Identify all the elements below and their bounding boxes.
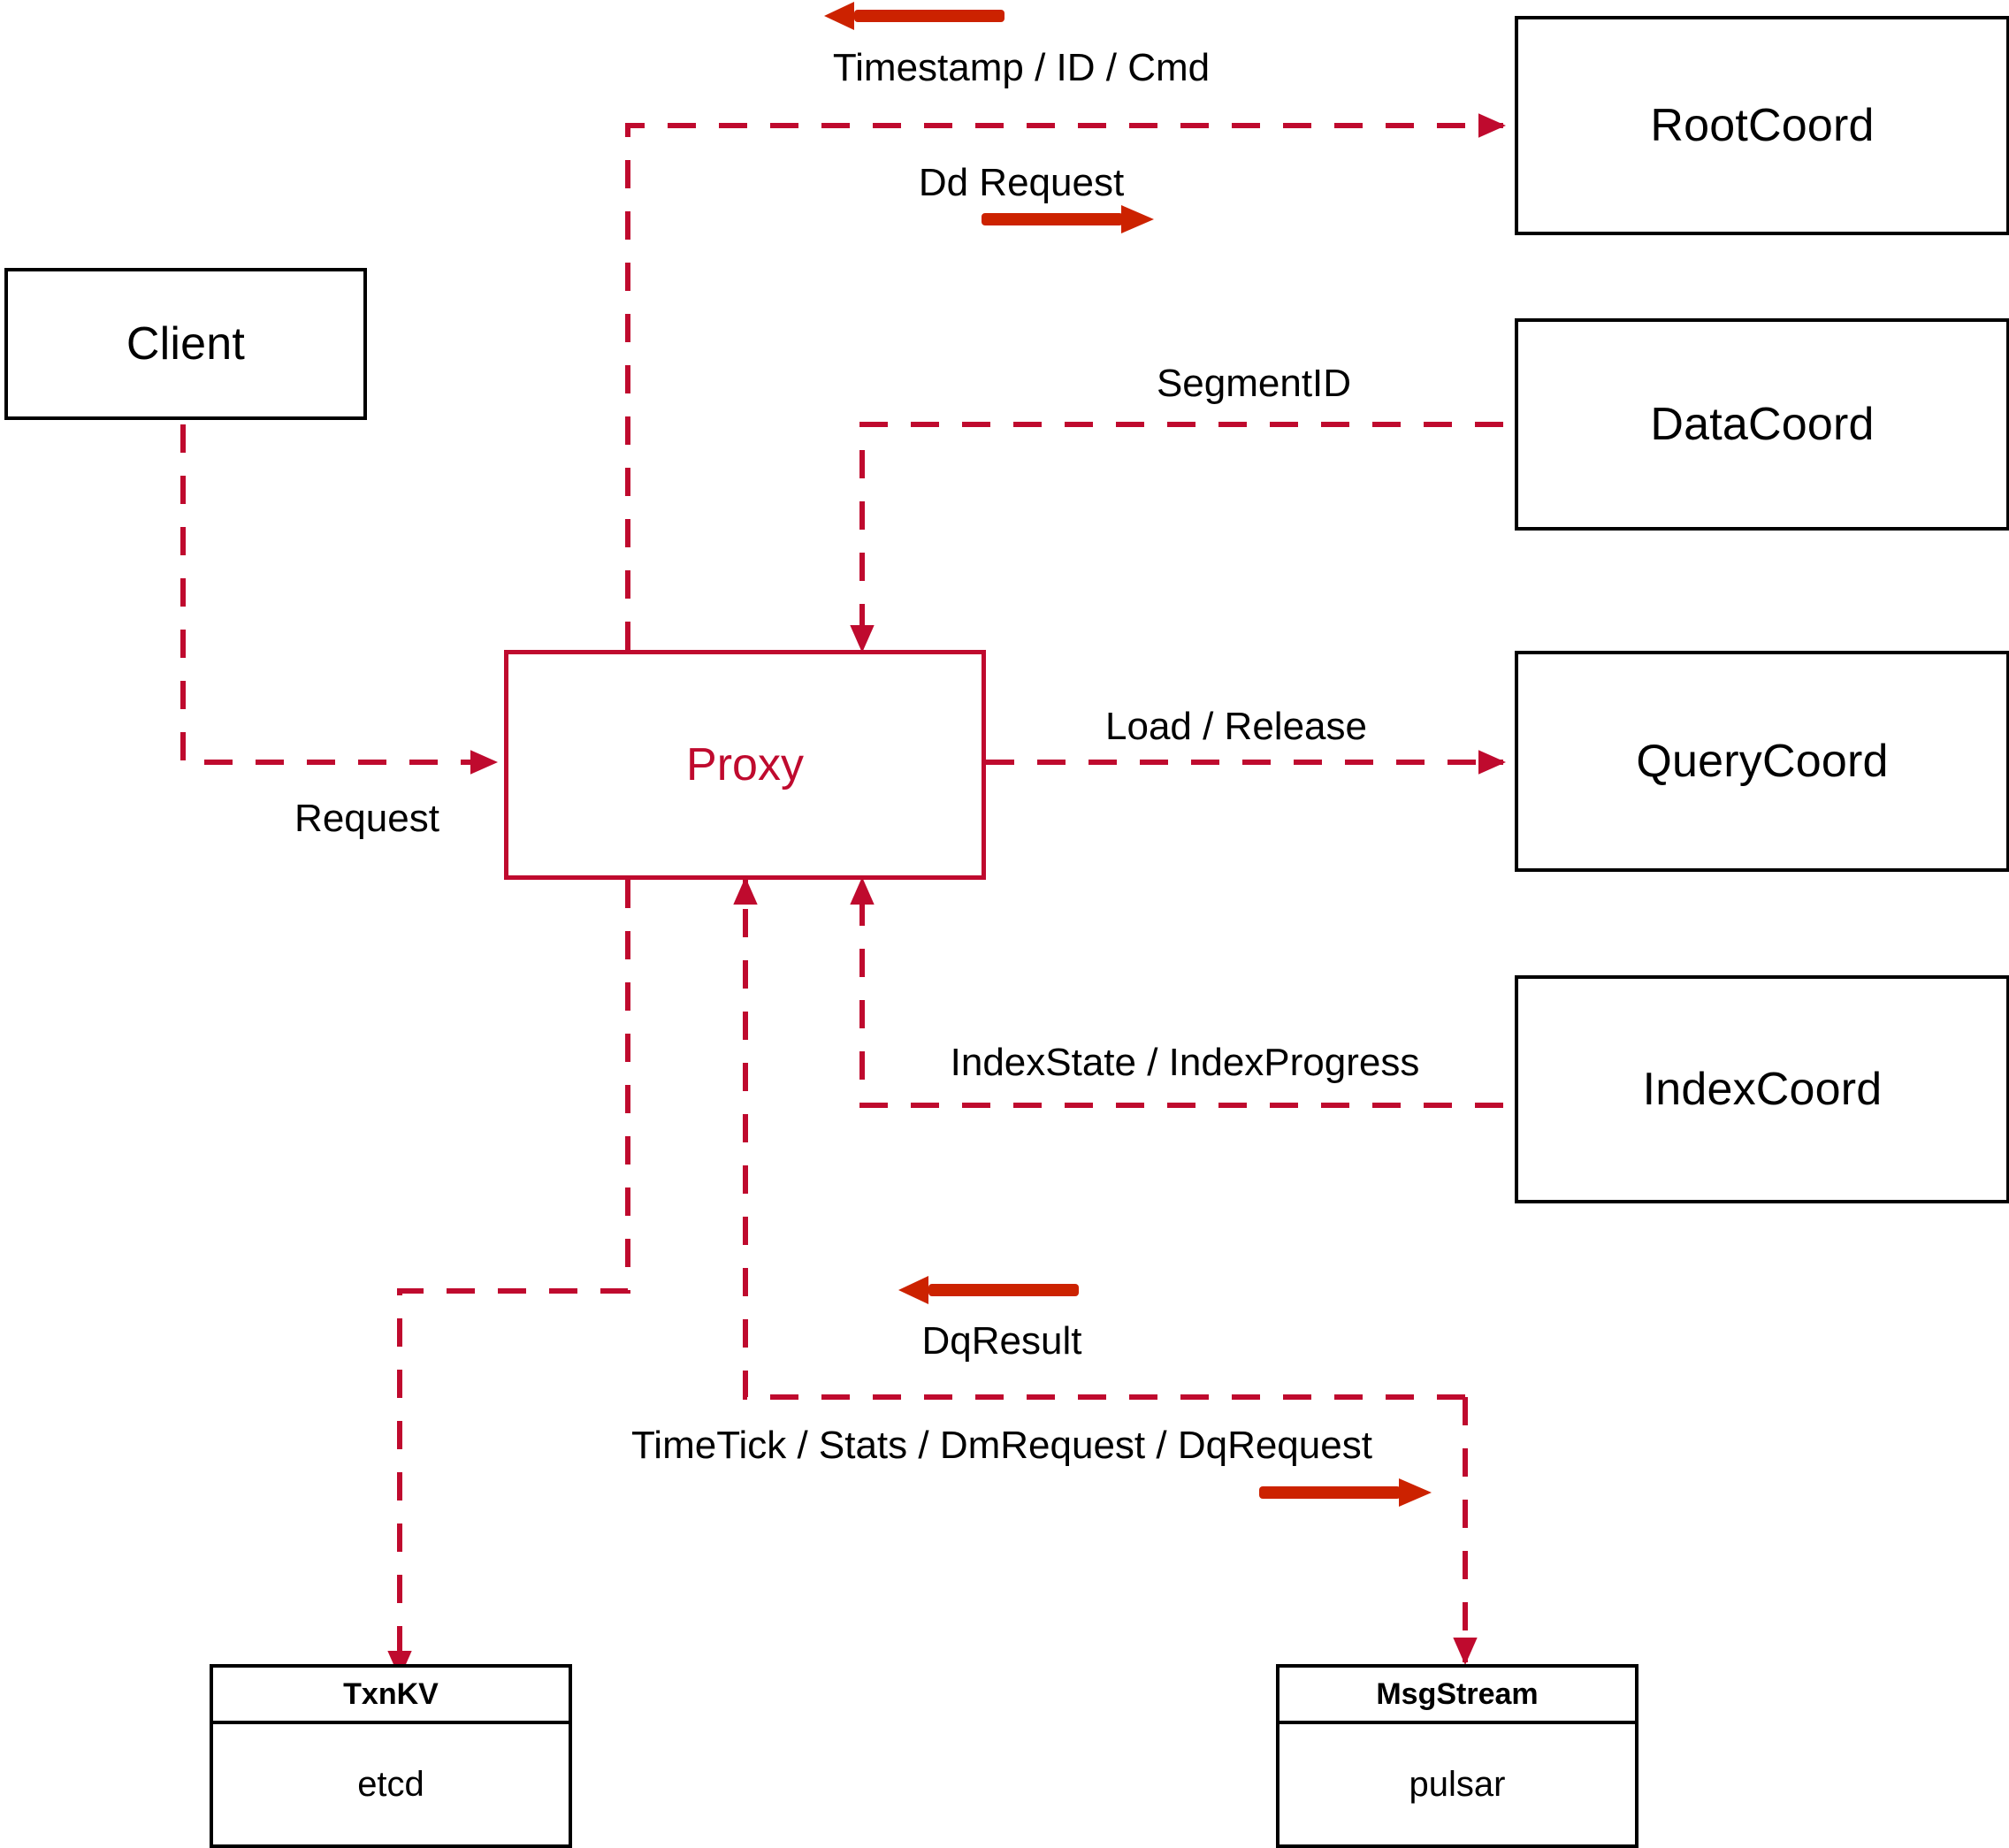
direction-arrow-dd-request [982,205,1154,233]
node-proxy[interactable]: Proxy [504,650,986,880]
edge-index-state-path [850,876,1503,1108]
node-root-coord-label: RootCoord [1650,100,1875,151]
node-root-coord[interactable]: RootCoord [1515,16,2009,235]
edge-label-index-state-progress: IndexState / IndexProgress [950,1041,1420,1084]
node-query-coord[interactable]: QueryCoord [1515,651,2009,872]
node-query-coord-label: QueryCoord [1636,736,1889,787]
node-client-label: Client [126,318,246,370]
direction-arrow-dq-result [898,1276,1079,1304]
node-client[interactable]: Client [4,268,367,420]
edge-label-timetick-stats: TimeTick / Stats / DmRequest / DqRequest [631,1424,1372,1467]
direction-arrow-timestamp [824,2,1004,30]
node-msgstream-header: MsgStream [1279,1668,1635,1724]
edge-dd-request-path [625,113,1507,650]
node-txnkv[interactable]: TxnKV etcd [210,1664,572,1848]
direction-arrow-timetick [1259,1478,1432,1507]
node-index-coord[interactable]: IndexCoord [1515,975,2009,1203]
edge-label-load-release: Load / Release [1105,705,1367,748]
edge-label-dq-result: DqResult [921,1319,1082,1363]
edge-label-timestamp-id-cmd: Timestamp / ID / Cmd [832,46,1211,89]
node-index-coord-label: IndexCoord [1642,1064,1883,1115]
node-proxy-label: Proxy [686,739,804,790]
edge-request-path [180,424,499,775]
node-msgstream-body: pulsar [1409,1764,1506,1804]
edge-label-segment-id: SegmentID [1156,362,1352,405]
edge-dq-result-path [733,876,1465,1400]
edge-segment-id-path [850,422,1503,653]
node-data-coord[interactable]: DataCoord [1515,318,2009,531]
node-msgstream[interactable]: MsgStream pulsar [1276,1664,1639,1848]
node-txnkv-header: TxnKV [213,1668,569,1724]
edge-label-request: Request [294,797,439,840]
edge-label-dd-request: Dd Request [918,161,1125,204]
node-data-coord-label: DataCoord [1650,399,1875,450]
edge-timetick-path [387,880,630,1679]
node-txnkv-body: etcd [357,1764,424,1804]
